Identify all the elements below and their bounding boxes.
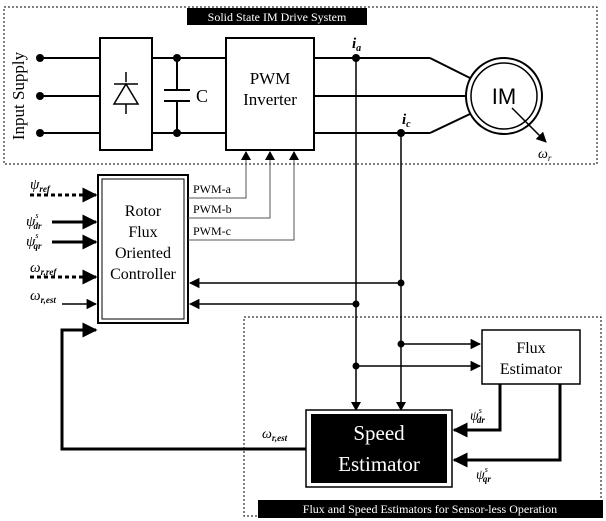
- pwm-signal-arrowheads: [241, 151, 299, 160]
- current-ia-label: ia: [352, 36, 361, 54]
- motor-feed-lines: [314, 57, 471, 134]
- pwm-b-label: PWM-b: [193, 202, 232, 216]
- rotor-speed-label: ωr: [538, 147, 552, 163]
- controller-label-line1: Rotor: [125, 203, 162, 220]
- motor-inner-ring: [470, 62, 538, 130]
- dc-link-lines: [152, 57, 226, 134]
- speed-estimator-box: [311, 414, 447, 483]
- supply-lines: [40, 57, 100, 134]
- omega-ref-label: ωr,ref: [30, 260, 57, 277]
- bottom-region-title: Flux and Speed Estimators for Sensor-les…: [303, 502, 557, 516]
- speed-estimator-label-line2: Estimator: [338, 452, 420, 476]
- current-feedback-nodes: [352, 279, 405, 370]
- speed-estimator-label-line1: Speed: [353, 421, 405, 445]
- psi-qr-feedback-line: [452, 384, 562, 468]
- controller-label-line3: Oriented: [115, 245, 171, 262]
- speed-output-label: ωr,est: [262, 427, 288, 443]
- controller-label-line2: Flux: [128, 224, 157, 241]
- inverter-label-line2: Inverter: [243, 90, 297, 109]
- psi-ref-label: ψref: [30, 177, 51, 194]
- psi-dr-feedback-line: [452, 384, 502, 438]
- bottom-region-title-box: [258, 500, 603, 518]
- controller-box-inner: [101, 178, 185, 320]
- flux-estimator-box: [481, 329, 581, 385]
- bottom-region-border: [243, 316, 602, 517]
- pwm-inverter-box: [225, 37, 315, 151]
- rectifier-box: [99, 37, 153, 151]
- controller-box-outer: [97, 174, 189, 324]
- inverter-label-line1: PWM: [250, 69, 291, 88]
- top-region-title: Solid State IM Drive System: [208, 10, 347, 24]
- capacitor-label: C: [196, 86, 208, 106]
- dc-link-nodes: [173, 54, 181, 137]
- omega-est-label: ωr,est: [30, 288, 56, 305]
- top-region-title-box: [187, 8, 367, 25]
- flux-estimator-label-line1: Flux: [516, 340, 545, 357]
- ic-to-speed-arrowhead: [396, 402, 406, 411]
- top-region-border: [3, 6, 598, 165]
- motor-label: IM: [492, 84, 516, 109]
- input-supply-label: Input Supply: [9, 51, 28, 140]
- rotor-speed-arrow: [511, 107, 547, 143]
- flux-estimator-label-line2: Estimator: [500, 361, 563, 378]
- controller-label-line4: Controller: [110, 266, 176, 283]
- pwm-c-label: PWM-c: [193, 224, 231, 238]
- diode-icon: [112, 72, 140, 114]
- pwm-a-label: PWM-a: [193, 182, 232, 196]
- current-feedback-lines: [188, 58, 482, 408]
- supply-terminals: [36, 54, 44, 137]
- speed-feedback-loop: [60, 322, 306, 451]
- current-ic-label: ic: [402, 112, 411, 130]
- pwm-signal-lines: [188, 157, 295, 241]
- ia-to-speed-arrowhead: [351, 402, 361, 411]
